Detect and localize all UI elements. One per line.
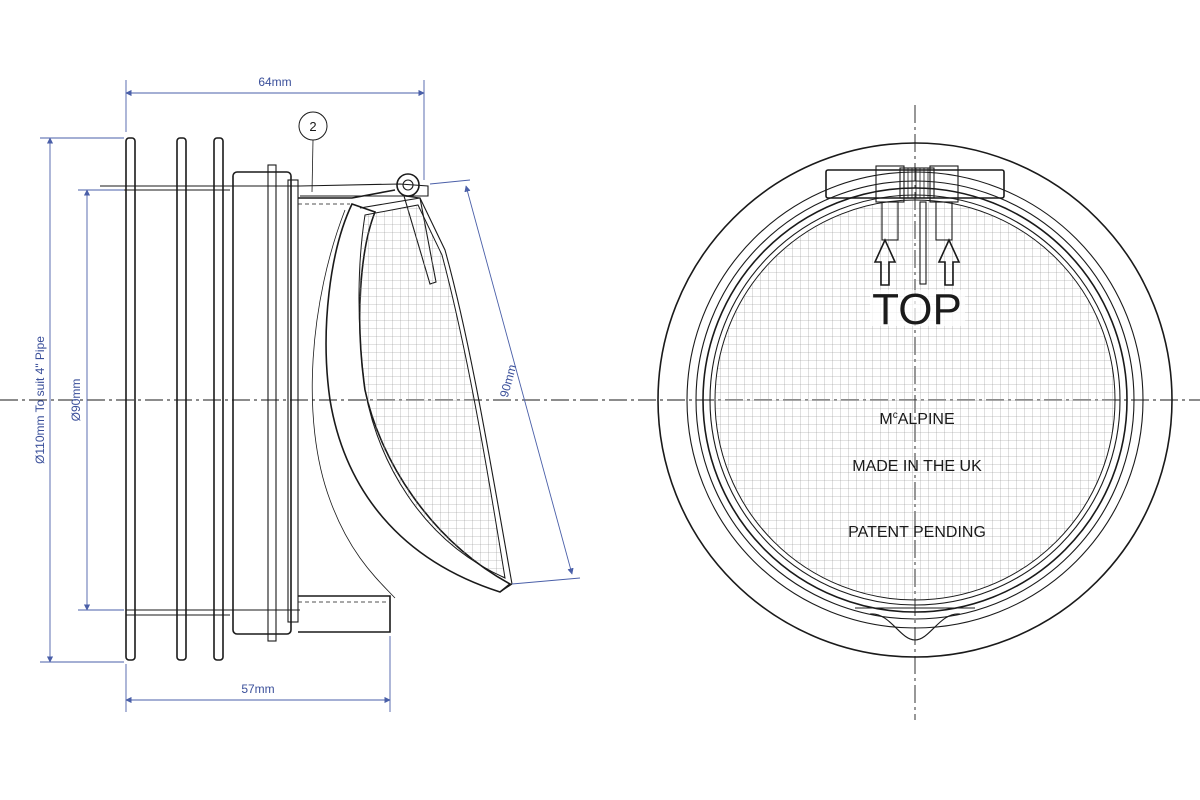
origin-label: MADE IN THE UK [852,458,982,475]
dim-top-width: 64mm [258,75,291,89]
ring-3 [695,180,1135,620]
flap-swing-arc [311,209,396,599]
front-view: TOP McALPINE MADE IN THE UK PATENT PENDI… [657,142,1173,658]
flange-2 [176,137,187,661]
body-sleeve [232,171,292,635]
dim-outer-diameter: Ø110mm To suit 4" Pipe [33,336,47,464]
side-view [98,137,513,661]
spring-coil-icon [899,167,935,199]
bottom-latch [869,613,961,641]
callout-2: 2 [298,111,328,193]
dim-inner-diameter: Ø90mm [69,379,83,422]
flange-1 [125,137,136,661]
callout-number: 2 [309,119,316,134]
flap-mesh [358,204,506,579]
ring-2 [686,171,1144,629]
up-arrow-icon [937,238,961,286]
ring-4 [702,187,1128,613]
top-label: TOP [872,285,962,334]
ring-5 [709,194,1121,606]
dim-bottom-width: 57mm [241,682,274,696]
brand-label: McALPINE [879,410,954,428]
flange-3 [213,137,224,661]
front-mesh [714,199,1116,601]
dimensions: 64mm 57mm Ø110mm To suit 4" Pipe Ø90mm 9… [33,75,581,712]
dim-line-flap [464,185,574,575]
outer-ring [657,142,1173,658]
callout-circle [298,111,328,141]
patent-label: PATENT PENDING [848,524,986,541]
body-rib [267,164,277,642]
dim-flap-length: 90mm [497,363,519,399]
body-lip [287,179,299,623]
up-arrow-icon [873,238,897,286]
outlet-body [298,189,396,633]
